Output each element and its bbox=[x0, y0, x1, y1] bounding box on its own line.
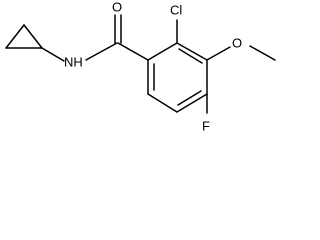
molecule-structure: O NH Cl O F bbox=[5, 0, 276, 133]
cyclopropyl-ring bbox=[5, 24, 43, 49]
bond-carbonyl-ring bbox=[117, 42, 149, 61]
methoxy-oxygen-label: O bbox=[232, 35, 242, 50]
fluorine-label: F bbox=[202, 118, 210, 133]
carbonyl-oxygen-label: O bbox=[112, 0, 122, 14]
amide-nitrogen-label: NH bbox=[64, 54, 83, 69]
bond-ring-methoxy-o bbox=[206, 46, 231, 61]
bond-methoxy-methyl bbox=[249, 45, 276, 61]
bond-cyclopropyl-n bbox=[41, 47, 65, 62]
bond-n-carbonyl bbox=[85, 42, 118, 61]
carbonyl-double-bond bbox=[114, 14, 122, 44]
benzene-ring bbox=[147, 42, 208, 113]
chlorine-label: Cl bbox=[170, 2, 182, 17]
